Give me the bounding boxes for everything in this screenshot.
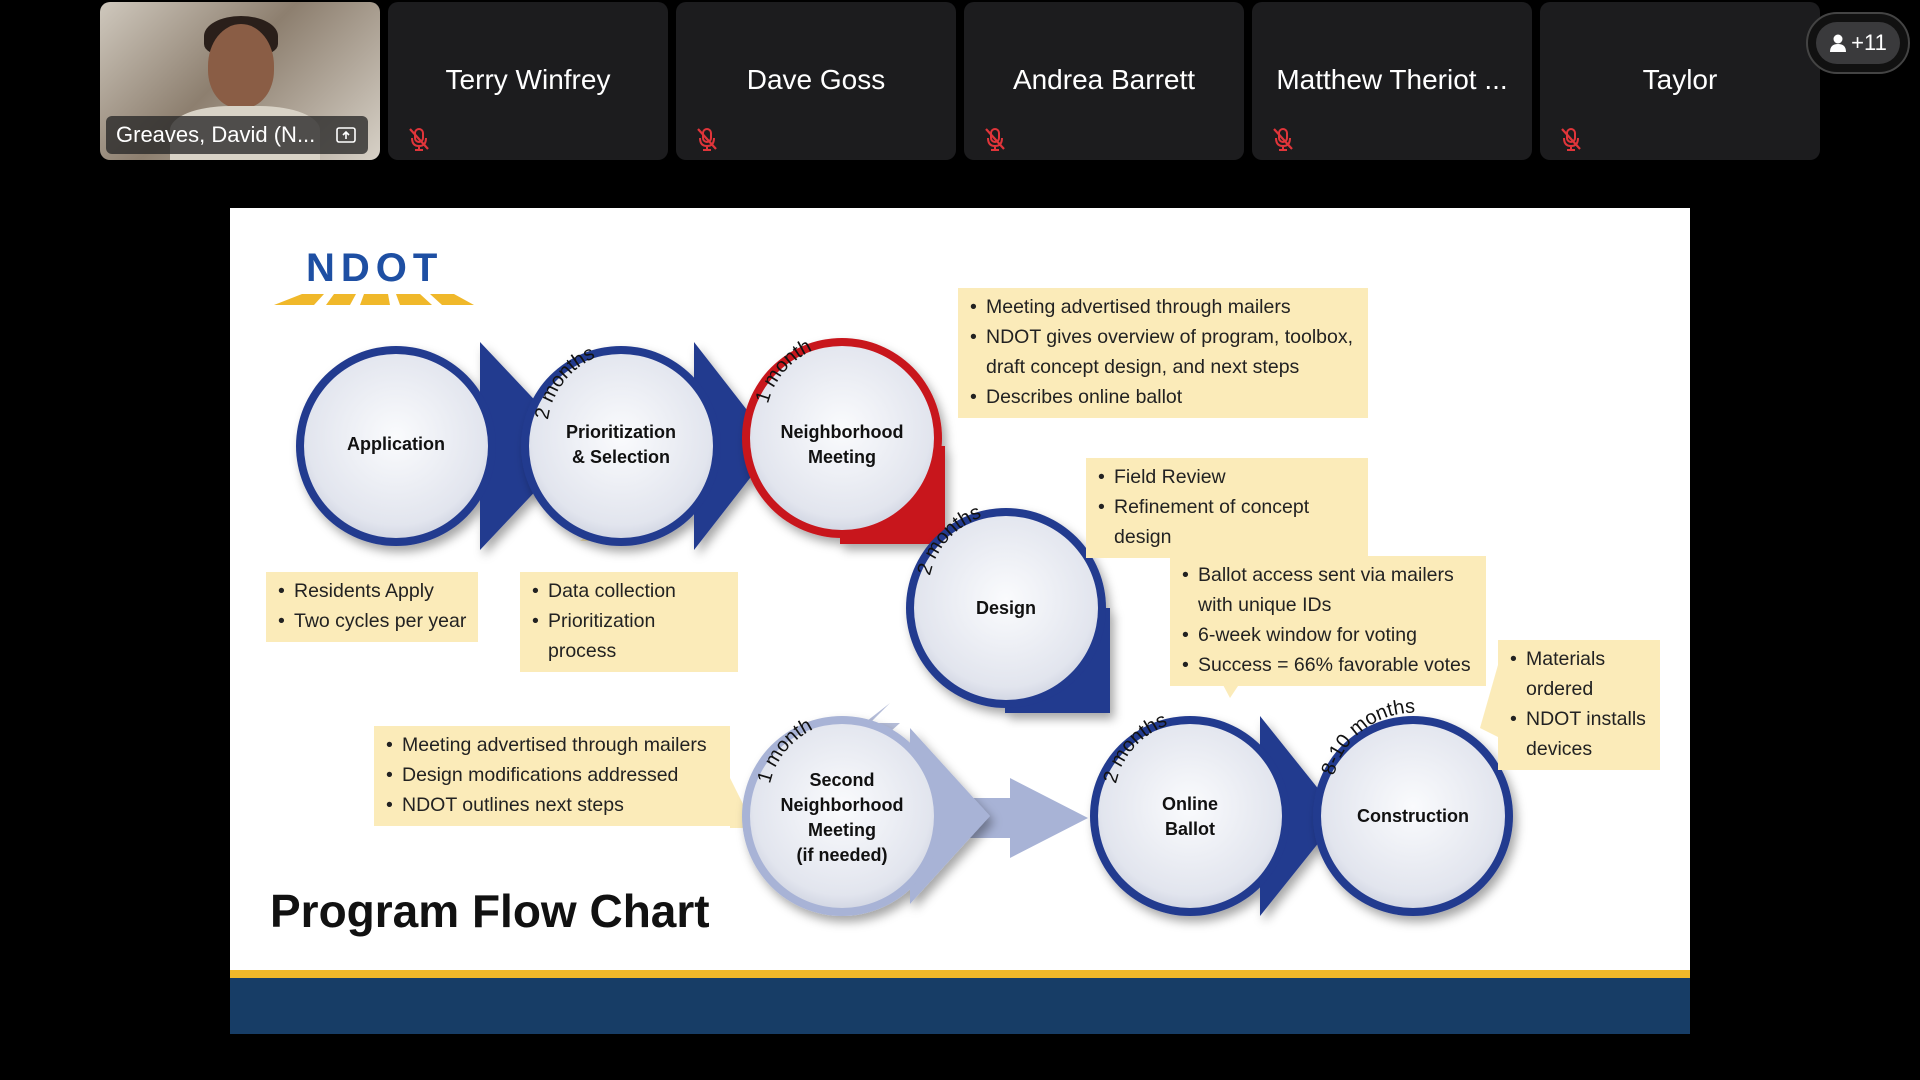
participant-name: Matthew Theriot ...: [1276, 64, 1508, 95]
stage-neighborhood-label: Neighborhood Meeting: [780, 422, 904, 467]
note-item: devices: [1508, 734, 1650, 764]
slide-footer-gold-bar: [230, 970, 1690, 978]
stage-second-meeting-shape: [742, 716, 990, 916]
stage-construction-label: Construction: [1357, 806, 1469, 826]
note-item: Design modifications addressed: [384, 760, 720, 790]
note-item: NDOT outlines next steps: [384, 790, 720, 820]
note-item: Describes online ballot: [968, 382, 1358, 412]
participant-name: Dave Goss: [746, 64, 886, 95]
stage-application-label: Application: [347, 434, 445, 454]
more-participants-button[interactable]: +11: [1806, 12, 1910, 74]
note-online-ballot: Ballot access sent via mailers with uniq…: [1170, 556, 1486, 686]
note-item: Refinement of concept design: [1096, 492, 1358, 552]
note-item: draft concept design, and next steps: [968, 352, 1358, 382]
stage-ballot-label: Online Ballot: [1161, 794, 1218, 839]
note-item: Residents Apply: [276, 576, 468, 606]
stage-ballot-shape: [1090, 716, 1340, 916]
participant-tile[interactable]: Matthew Theriot ...: [1252, 2, 1532, 160]
self-name: Greaves, David (N...: [116, 122, 316, 147]
note-item-continuation: ordered: [1526, 678, 1594, 700]
note-item: NDOT installs: [1508, 704, 1650, 734]
muted-mic-icon: [697, 128, 717, 151]
note-item: ordered: [1508, 674, 1650, 704]
slide-footer-navy-bar: [230, 978, 1690, 1034]
stage-second-meeting-label: Second Neighborhood Meeting (if needed): [780, 770, 904, 865]
muted-mic-icon: [985, 128, 1005, 151]
stage-design-label: Design: [975, 598, 1036, 618]
note-item: Two cycles per year: [276, 606, 468, 636]
note-item: Data collection: [530, 576, 728, 606]
note-item: Materials: [1508, 644, 1650, 674]
more-participants-pill: +11: [1816, 22, 1900, 64]
stage-prioritization-shape: [521, 342, 775, 550]
note-item: Meeting advertised through mailers: [384, 730, 720, 760]
muted-mic-icon: [1273, 128, 1293, 151]
participant-tile[interactable]: Terry Winfrey: [388, 2, 668, 160]
participant-name: Andrea Barrett: [1012, 64, 1196, 95]
person-icon: [1830, 34, 1847, 52]
participant-tile[interactable]: Dave Goss: [676, 2, 956, 160]
self-name-label: Greaves, David (N...: [106, 116, 368, 154]
note-design: Field Review Refinement of concept desig…: [1086, 458, 1368, 558]
stage-neighborhood-shape: [742, 338, 945, 544]
note-construction: Materials ordered NDOT installs devices: [1498, 640, 1660, 770]
note-item-continuation: devices: [1526, 738, 1593, 760]
note-item: 6-week window for voting: [1180, 620, 1476, 650]
note-prioritization: Data collection Prioritization process: [520, 572, 738, 672]
ndot-logo-chevrons: [274, 294, 474, 305]
note-pointer: [1480, 658, 1500, 738]
note-item: Success = 66% favorable votes: [1180, 650, 1476, 680]
stage-prioritization-label: Prioritization & Selection: [565, 422, 676, 467]
stage-construction-shape: [1313, 716, 1513, 916]
participant-tile[interactable]: Taylor: [1540, 2, 1820, 160]
participant-name: Terry Winfrey: [445, 64, 611, 95]
flow-arrow: [940, 778, 1088, 858]
note-item: Field Review: [1096, 462, 1358, 492]
screen-share-icon: [336, 127, 356, 143]
self-video-tile[interactable]: Greaves, David (N...: [100, 2, 380, 160]
note-neighborhood-meeting: Meeting advertised through mailers NDOT …: [958, 288, 1368, 418]
stage-design-shape: [906, 508, 1110, 713]
note-item: Ballot access sent via mailers: [1180, 560, 1476, 590]
note-item: Prioritization process: [530, 606, 728, 666]
note-item-continuation: with unique IDs: [1198, 594, 1332, 616]
participant-face: [208, 24, 274, 108]
note-application: Residents Apply Two cycles per year: [266, 572, 478, 642]
muted-mic-icon: [409, 128, 429, 151]
note-item: NDOT gives overview of program, toolbox,: [968, 322, 1358, 352]
participant-name: Taylor: [1642, 64, 1718, 95]
muted-mic-icon: [1561, 128, 1581, 151]
shared-slide: 2 months 1 month 2 months 1 month 2 mont…: [230, 208, 1690, 1034]
more-participants-count: +11: [1851, 30, 1887, 55]
note-item-continuation: draft concept design, and next steps: [986, 356, 1300, 378]
note-item: with unique IDs: [1180, 590, 1476, 620]
note-item: Meeting advertised through mailers: [968, 292, 1358, 322]
note-second-meeting: Meeting advertised through mailers Desig…: [374, 726, 730, 826]
slide-title: Program Flow Chart: [270, 885, 710, 937]
participant-tile[interactable]: Andrea Barrett: [964, 2, 1244, 160]
stage-application-shape: [296, 342, 578, 550]
ndot-logo: NDOT: [306, 246, 444, 290]
